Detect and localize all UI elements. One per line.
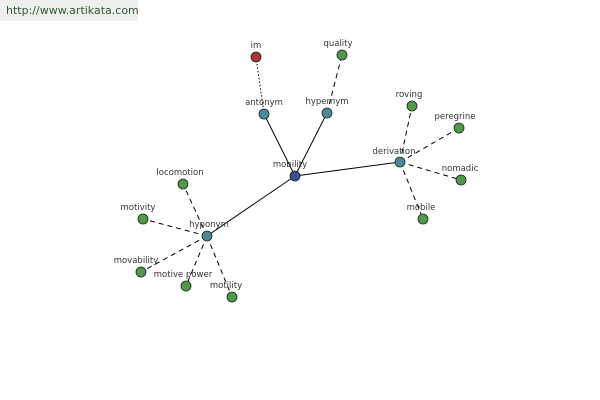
node-mobility[interactable] <box>289 170 301 182</box>
node-derivation[interactable] <box>394 156 406 168</box>
label-motive_power: motive power <box>154 270 213 280</box>
label-motivity_1: motivity <box>121 203 156 213</box>
edge-derivation-peregrine <box>399 127 460 163</box>
edges-layer <box>140 54 462 298</box>
label-hypernym: hypernym <box>305 97 348 107</box>
label-movability: movability <box>114 256 159 266</box>
source-link[interactable]: http://www.artikata.com <box>0 0 139 21</box>
edge-hyponym-motility <box>206 235 233 298</box>
labels-layer: mobility antonym hypernym derivation hyponym… <box>114 39 479 291</box>
label-roving: roving <box>396 90 423 100</box>
edge-hyponym-motivity_1 <box>142 218 208 237</box>
node-peregrine[interactable] <box>453 122 465 134</box>
edge-mobility-derivation <box>294 161 401 177</box>
edge-hyponym-movability <box>140 235 208 273</box>
node-mobile[interactable] <box>417 213 429 225</box>
label-im: im <box>251 41 262 51</box>
edge-mobility-hypernym <box>294 112 328 177</box>
node-hypernym[interactable] <box>321 107 333 119</box>
edge-hypernym-quality <box>326 54 343 114</box>
node-roving[interactable] <box>406 100 418 112</box>
label-derivation: derivation <box>372 147 415 157</box>
label-mobility: mobility <box>273 160 307 170</box>
label-hyponym: hyponym <box>189 220 229 230</box>
edge-mobility-antonym <box>263 113 296 177</box>
node-motivity_1[interactable] <box>137 213 149 225</box>
label-peregrine: peregrine <box>434 112 475 122</box>
node-motive_power[interactable] <box>180 280 192 292</box>
node-quality[interactable] <box>336 49 348 61</box>
nodes-layer <box>135 49 467 303</box>
node-hyponym[interactable] <box>201 230 213 242</box>
node-movability[interactable] <box>135 266 147 278</box>
node-locomotion[interactable] <box>177 178 189 190</box>
label-mobile: mobile <box>407 203 436 213</box>
edge-hyponym-motive_power <box>185 235 208 287</box>
edge-derivation-nomadic <box>399 161 462 181</box>
node-nomadic[interactable] <box>455 174 467 186</box>
label-motility: motility <box>210 281 242 291</box>
edge-derivation-mobile <box>399 161 424 220</box>
edge-mobility-hyponym <box>206 175 296 237</box>
edge-antonym-im <box>255 56 265 115</box>
label-nomadic: nomadic <box>442 164 479 174</box>
edge-derivation-roving <box>399 105 413 163</box>
node-motility[interactable] <box>226 291 238 303</box>
label-locomotion: locomotion <box>156 168 203 178</box>
node-antonym[interactable] <box>258 108 270 120</box>
node-im[interactable] <box>250 51 262 63</box>
label-antonym: antonym <box>245 98 283 108</box>
edge-hyponym-locomotion <box>182 183 208 237</box>
label-quality: quality <box>323 39 352 49</box>
